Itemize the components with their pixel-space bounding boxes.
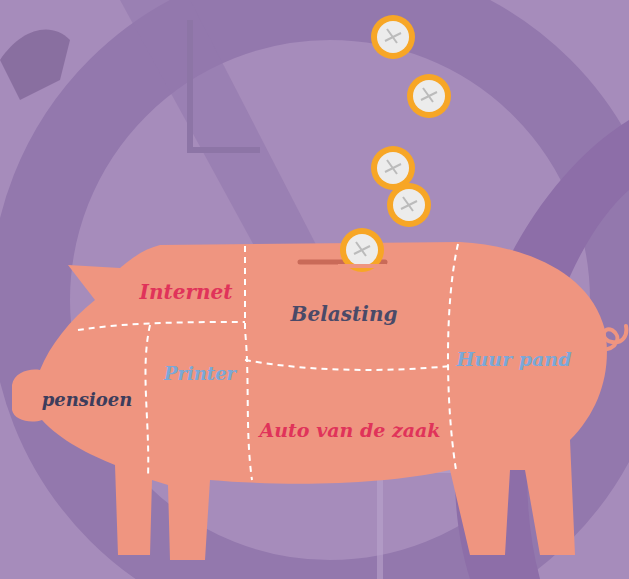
region-label: Printer bbox=[164, 364, 236, 384]
region-dividers bbox=[78, 244, 458, 480]
background-line bbox=[190, 20, 260, 150]
region-label: Auto van de zaak bbox=[260, 420, 441, 441]
region-label: Huur pand bbox=[457, 349, 572, 370]
coins bbox=[340, 15, 451, 272]
region-label: Internet bbox=[140, 281, 233, 303]
map-fragment bbox=[0, 30, 70, 100]
pig-silhouette bbox=[12, 242, 607, 560]
region-label: Belasting bbox=[291, 303, 398, 325]
region-label: pensioen bbox=[42, 390, 133, 410]
slot-lip bbox=[338, 264, 386, 268]
